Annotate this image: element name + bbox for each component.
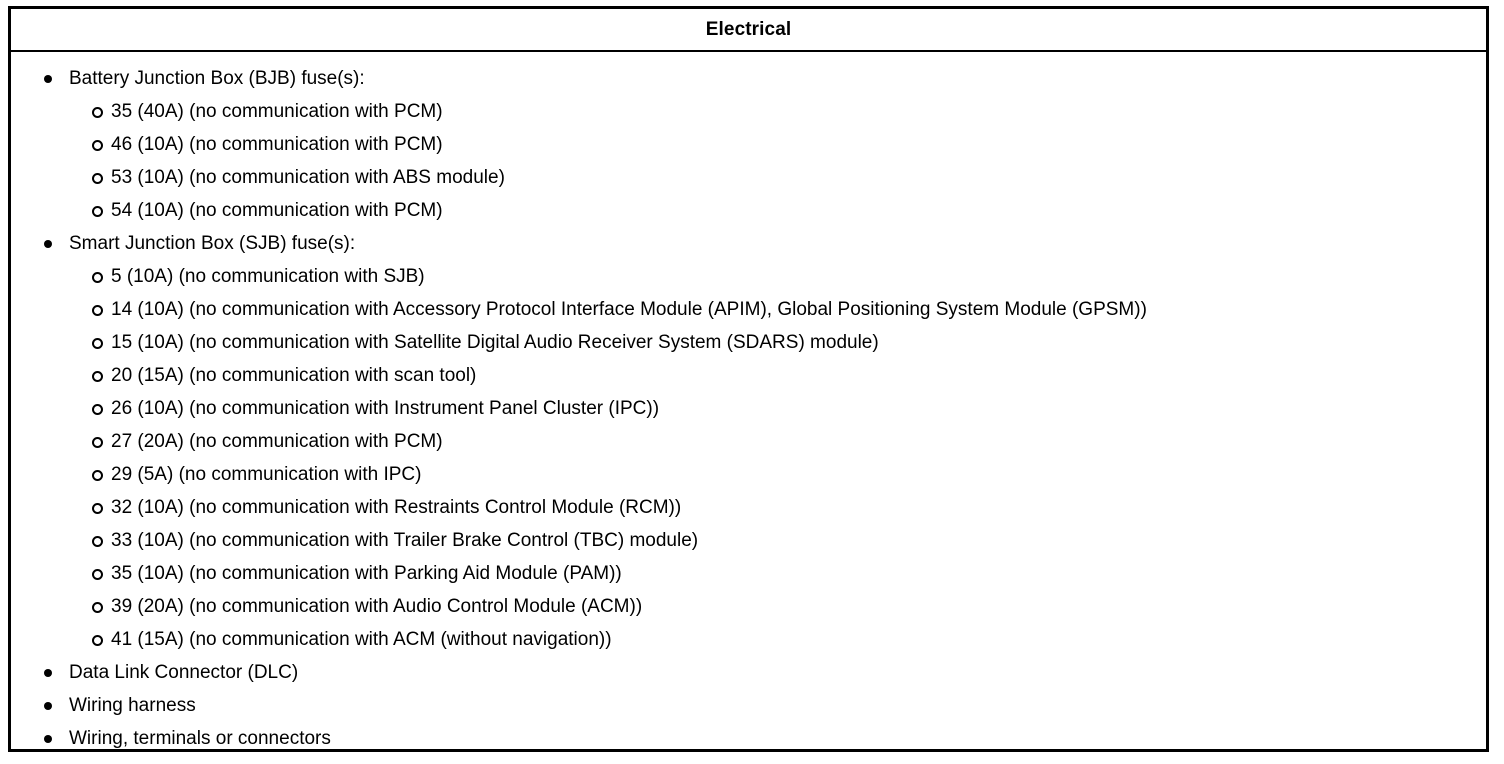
table-header-row: Electrical	[11, 9, 1486, 52]
filled-circle-bullet-icon	[44, 75, 52, 83]
fuse-list-item-label: 35 (10A) (no communication with Parking …	[111, 563, 622, 584]
list-item: Battery Junction Box (BJB) fuse(s):	[11, 62, 1486, 95]
hollow-circle-bullet-icon	[92, 206, 103, 217]
list-item-label: Data Link Connector (DLC)	[69, 662, 299, 683]
fuse-list-item-label: 32 (10A) (no communication with Restrain…	[111, 497, 682, 518]
component-list: Battery Junction Box (BJB) fuse(s): 35 (4…	[11, 62, 1486, 755]
fuse-list-item: 27 (20A) (no communication with PCM)	[11, 425, 1486, 458]
filled-circle-bullet-icon	[44, 735, 52, 743]
hollow-circle-bullet-icon	[92, 305, 103, 316]
hollow-circle-bullet-icon	[92, 470, 103, 481]
fuse-list-item-label: 26 (10A) (no communication with Instrume…	[111, 398, 660, 419]
electrical-diagnostic-table: Electrical Battery Junction Box (BJB) fu…	[8, 6, 1489, 752]
hollow-circle-bullet-icon	[92, 536, 103, 547]
filled-circle-bullet-icon	[44, 669, 52, 677]
hollow-circle-bullet-icon	[92, 140, 103, 151]
fuse-list-item: 5 (10A) (no communication with SJB)	[11, 260, 1486, 293]
fuse-list-item: 29 (5A) (no communication with IPC)	[11, 458, 1486, 491]
fuse-list-item: 39 (20A) (no communication with Audio Co…	[11, 590, 1486, 623]
fuse-list-item: 26 (10A) (no communication with Instrume…	[11, 392, 1486, 425]
list-item: Data Link Connector (DLC)	[11, 656, 1486, 689]
fuse-list-item: 20 (15A) (no communication with scan too…	[11, 359, 1486, 392]
list-item-label: Smart Junction Box (SJB) fuse(s):	[69, 233, 356, 254]
hollow-circle-bullet-icon	[92, 107, 103, 118]
fuse-list-item: 32 (10A) (no communication with Restrain…	[11, 491, 1486, 524]
fuse-list-item-label: 39 (20A) (no communication with Audio Co…	[111, 596, 643, 617]
fuse-list-item-label: 14 (10A) (no communication with Accessor…	[111, 299, 1147, 320]
fuse-list-item: 35 (40A) (no communication with PCM)	[11, 95, 1486, 128]
fuse-list-item-label: 29 (5A) (no communication with IPC)	[111, 464, 422, 485]
fuse-list-item-label: 41 (15A) (no communication with ACM (wit…	[111, 629, 612, 650]
hollow-circle-bullet-icon	[92, 635, 103, 646]
fuse-list-item: 35 (10A) (no communication with Parking …	[11, 557, 1486, 590]
hollow-circle-bullet-icon	[92, 338, 103, 349]
fuse-list-item: 41 (15A) (no communication with ACM (wit…	[11, 623, 1486, 656]
hollow-circle-bullet-icon	[92, 602, 103, 613]
hollow-circle-bullet-icon	[92, 272, 103, 283]
table-body: Battery Junction Box (BJB) fuse(s): 35 (4…	[11, 52, 1486, 755]
sublist-container: 35 (40A) (no communication with PCM) 46 (…	[11, 95, 1486, 227]
fuse-list-item: 14 (10A) (no communication with Accessor…	[11, 293, 1486, 326]
fuse-list: 5 (10A) (no communication with SJB) 14 (1…	[11, 260, 1486, 656]
fuse-list-item: 46 (10A) (no communication with PCM)	[11, 128, 1486, 161]
hollow-circle-bullet-icon	[92, 569, 103, 580]
filled-circle-bullet-icon	[44, 240, 52, 248]
fuse-list-item: 54 (10A) (no communication with PCM)	[11, 194, 1486, 227]
fuse-list: 35 (40A) (no communication with PCM) 46 (…	[11, 95, 1486, 227]
list-item: Smart Junction Box (SJB) fuse(s):	[11, 227, 1486, 260]
sublist-container: 5 (10A) (no communication with SJB) 14 (1…	[11, 260, 1486, 656]
hollow-circle-bullet-icon	[92, 371, 103, 382]
fuse-list-item-label: 20 (15A) (no communication with scan too…	[111, 365, 477, 386]
fuse-list-item-label: 33 (10A) (no communication with Trailer …	[111, 530, 699, 551]
list-item: Wiring, terminals or connectors	[11, 722, 1486, 755]
fuse-list-item-label: 46 (10A) (no communication with PCM)	[111, 134, 443, 155]
page-title: Electrical	[705, 19, 792, 40]
fuse-list-item-label: 27 (20A) (no communication with PCM)	[111, 431, 443, 452]
filled-circle-bullet-icon	[44, 702, 52, 710]
hollow-circle-bullet-icon	[92, 173, 103, 184]
fuse-list-item-label: 35 (40A) (no communication with PCM)	[111, 101, 443, 122]
list-item: Wiring harness	[11, 689, 1486, 722]
hollow-circle-bullet-icon	[92, 503, 103, 514]
fuse-list-item-label: 15 (10A) (no communication with Satellit…	[111, 332, 879, 353]
fuse-list-item-label: 53 (10A) (no communication with ABS modu…	[111, 167, 505, 188]
hollow-circle-bullet-icon	[92, 404, 103, 415]
list-item-label: Wiring, terminals or connectors	[69, 728, 331, 749]
list-item-label: Battery Junction Box (BJB) fuse(s):	[69, 68, 365, 89]
fuse-list-item-label: 54 (10A) (no communication with PCM)	[111, 200, 443, 221]
fuse-list-item: 33 (10A) (no communication with Trailer …	[11, 524, 1486, 557]
hollow-circle-bullet-icon	[92, 437, 103, 448]
fuse-list-item-label: 5 (10A) (no communication with SJB)	[111, 266, 425, 287]
list-item-label: Wiring harness	[69, 695, 196, 716]
fuse-list-item: 15 (10A) (no communication with Satellit…	[11, 326, 1486, 359]
fuse-list-item: 53 (10A) (no communication with ABS modu…	[11, 161, 1486, 194]
